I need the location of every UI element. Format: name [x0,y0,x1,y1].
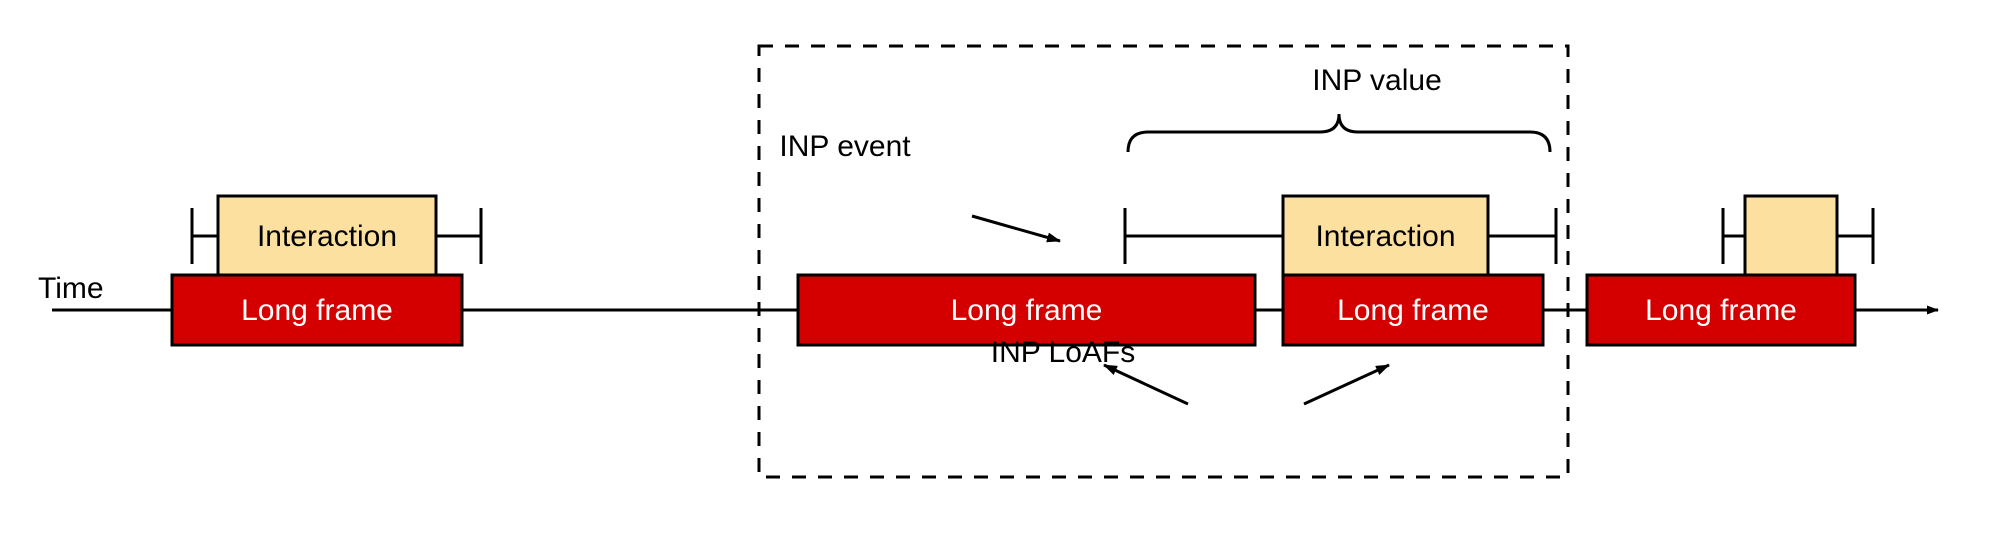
interaction-rect [216,194,438,278]
long-frame-rect [1585,273,1857,347]
inp-loafs-arrow-right [1303,363,1390,406]
interaction-label: Interaction [257,220,397,253]
interaction-box-2: Interaction [1281,194,1490,278]
measure-bar-middle [1123,208,1558,264]
interaction-box-1: Interaction [216,194,438,278]
inp-loafs-label: INP LoAFs [991,336,1136,369]
inp-value-label: INP value [1312,64,1442,97]
long-frame-label: Long frame [951,294,1103,327]
inp-event-arrow [971,214,1061,243]
interaction-label: Interaction [1315,220,1455,253]
time-axis-label: Time [38,272,104,305]
inp-loafs-arrow-left [1103,363,1189,406]
inp-value-annotation: INP value [1126,64,1552,153]
long-frame-4: Long frame [1585,273,1857,347]
interaction-box-3 [1743,194,1839,278]
long-frame-label: Long frame [1337,294,1489,327]
interaction-rect [1281,194,1490,278]
long-frame-label: Long frame [1645,294,1797,327]
long-frame-label: Long frame [241,294,393,327]
long-frame-rect [170,273,464,347]
long-frame-3: Long frame [1281,273,1545,347]
interaction-rect [1743,194,1839,278]
inp-loafs-annotation: INP LoAFs [991,336,1390,406]
inp-event-annotation: INP event [779,130,1061,243]
inp-value-brace [1126,113,1552,153]
inp-event-label: INP event [779,130,911,163]
long-frame-rect [796,273,1257,347]
measure-bar-left [190,208,483,264]
long-frame-2: Long frame [796,273,1257,347]
long-frame-1: Long frame [170,273,464,347]
long-frame-rect [1281,273,1545,347]
inp-window-dashed-region [757,44,1570,479]
